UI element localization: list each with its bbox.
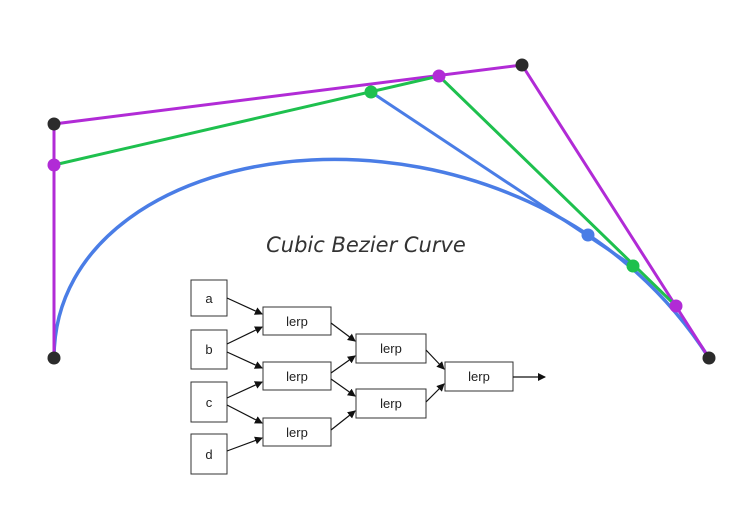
control-point	[47, 351, 61, 365]
lerp-label: lerp	[286, 314, 308, 329]
arrow-abc-to-final	[425, 349, 445, 370]
arrow-lerp-bc-to-abc	[330, 355, 356, 374]
diagram-title: Cubic Bezier Curve	[266, 233, 466, 257]
input-label-b: b	[205, 342, 212, 357]
input-box-c	[190, 381, 228, 423]
second-level-segments	[53, 74, 678, 308]
control-lerp-point	[432, 69, 446, 83]
input-label-d: d	[205, 447, 212, 462]
curve-point	[581, 228, 595, 242]
control-point	[515, 58, 529, 72]
arrow-c-to-lerp-bc	[226, 381, 263, 399]
control-point	[702, 351, 716, 365]
input-label-a: a	[205, 291, 213, 306]
lerp-box-ab	[262, 306, 332, 336]
control-lerp-point	[669, 299, 683, 313]
lerp-box-bcd	[355, 388, 427, 419]
control-polygon	[52, 63, 711, 359]
second-level-point	[626, 259, 640, 273]
second-level-point	[364, 85, 378, 99]
lerp-label: lerp	[286, 425, 308, 440]
lerp-label: lerp	[468, 369, 490, 384]
input-label-c: c	[206, 395, 213, 410]
lerp-label: lerp	[286, 369, 308, 384]
arrow-lerp-bc-to-bcd	[330, 378, 356, 397]
arrow-b-to-lerp-bc	[226, 351, 263, 369]
input-box-d	[190, 433, 228, 475]
bezier-curve	[52, 157, 711, 360]
control-point	[47, 117, 61, 131]
arrow-a-to-lerp-ab	[226, 297, 263, 315]
arrow-lerp-ab-to-abc	[330, 322, 356, 342]
arrow-d-to-lerp-cd	[226, 436, 263, 452]
arrow-lerp-cd-to-bcd	[330, 410, 356, 431]
arrow-bcd-to-final	[425, 383, 445, 403]
input-box-b	[190, 329, 228, 370]
lerp-box-abc	[355, 333, 427, 364]
arrow-b-to-lerp-ab	[226, 326, 263, 345]
lerp-box-bc	[262, 361, 332, 391]
lerp-box-cd	[262, 417, 332, 447]
control-lerp-point	[47, 158, 61, 172]
lerp-box-final	[444, 361, 514, 392]
arrow-c-to-lerp-cd	[226, 404, 263, 424]
lerp-label: lerp	[380, 341, 402, 356]
lerp-label: lerp	[380, 396, 402, 411]
